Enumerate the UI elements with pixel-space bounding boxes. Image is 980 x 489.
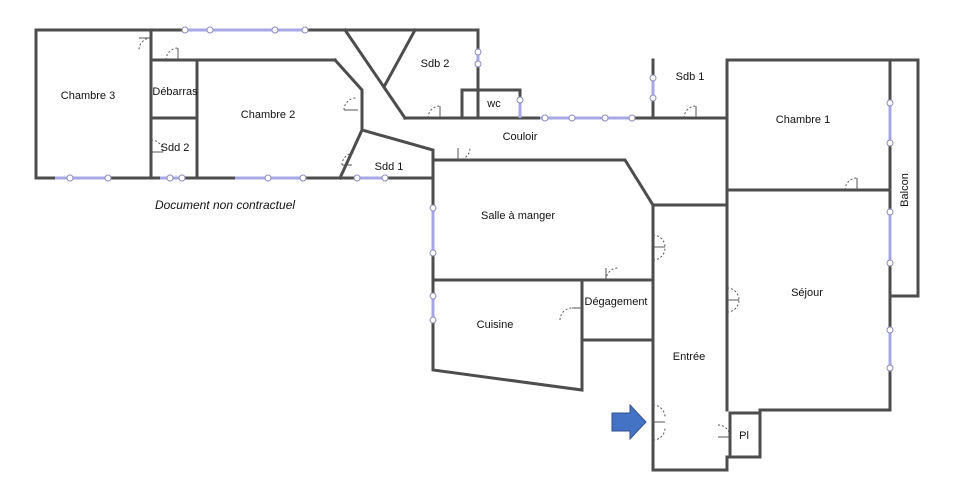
room-label-salle-a-manger: Salle à manger [481,210,555,222]
room-label-cuisine: Cuisine [477,319,514,331]
room-label-wc: wc [486,98,501,110]
room-label-balcon: Balcon [899,173,911,207]
room-label-chambre3: Chambre 3 [61,90,115,102]
room-label-sdd1: Sdd 1 [375,161,404,173]
room-label-sejour: Séjour [791,287,823,299]
room-label-chambre2: Chambre 2 [241,109,295,121]
room-label-sdb2: Sdb 2 [421,58,450,70]
room-label-couloir: Couloir [503,131,538,143]
room-label-sdd2: Sdd 2 [161,142,190,154]
room-label-pl: Pl [739,430,749,442]
entrance-arrow-icon [611,403,647,441]
doors [138,37,858,441]
room-label-chambre1: Chambre 1 [776,114,830,126]
room-label-degagement: Dégagement [585,296,648,308]
room-label-sdb1: Sdb 1 [676,71,705,83]
disclaimer-note: Document non contractuel [155,198,295,212]
room-label-entree: Entrée [673,351,705,363]
room-label-debarras: Débarras [152,86,198,98]
windows [55,26,894,372]
